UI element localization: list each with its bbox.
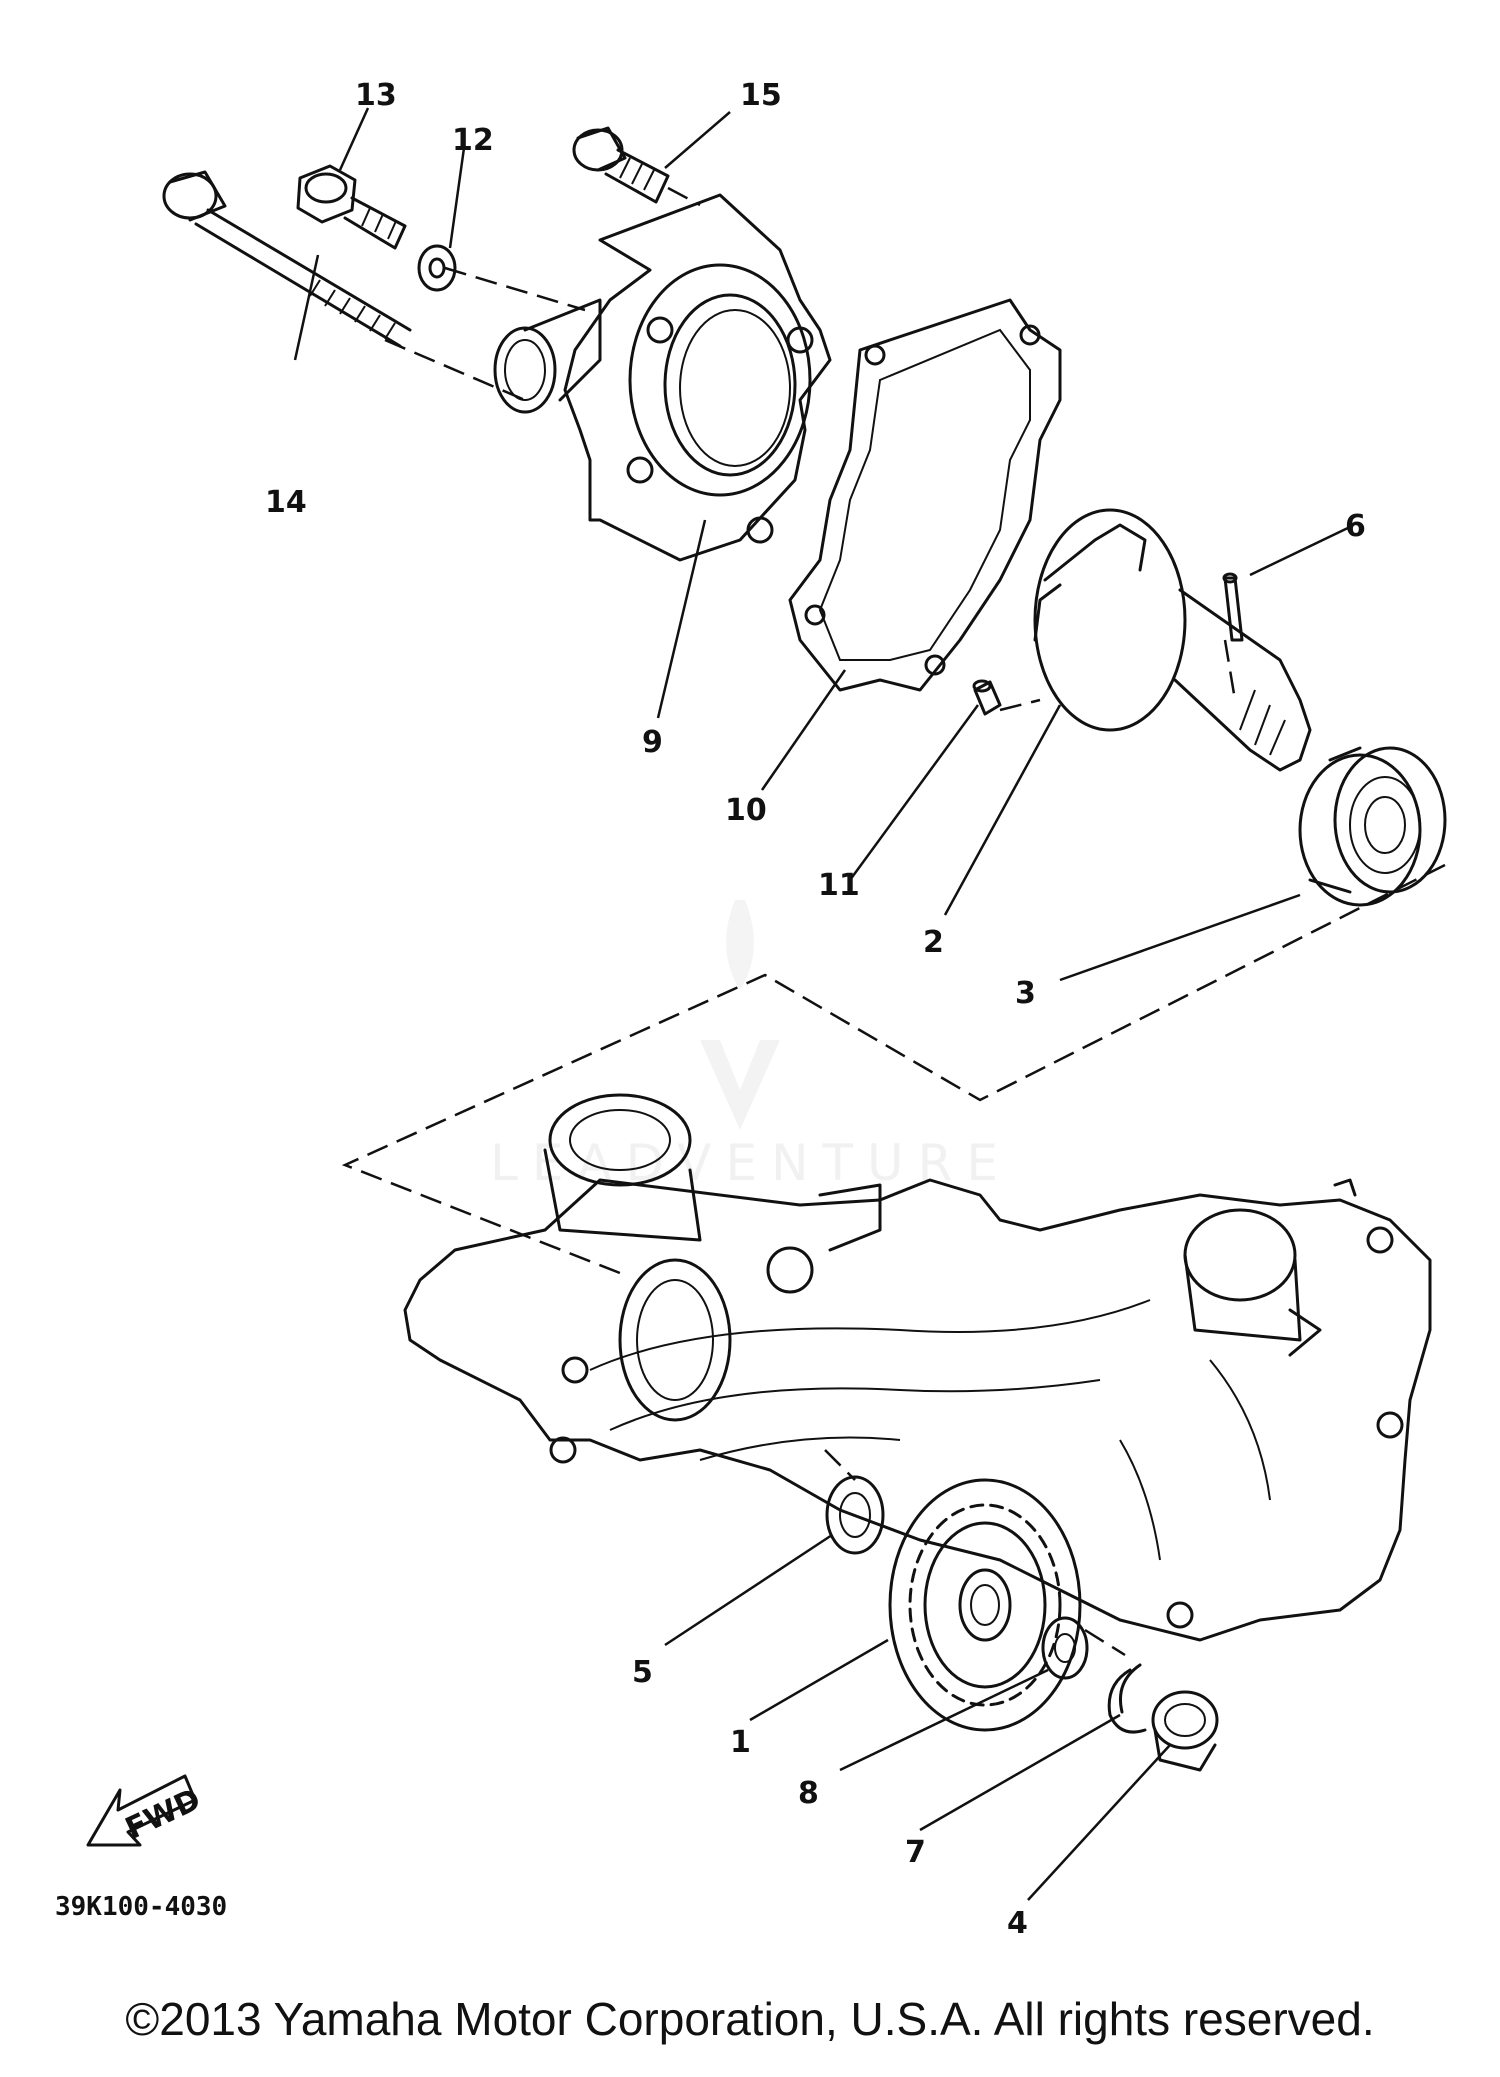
watermark: LEADVENTURE <box>490 900 1012 1192</box>
alignment-lines <box>341 186 1446 1657</box>
part-11-dowel <box>972 679 1002 716</box>
part-8-washer <box>1041 1616 1089 1680</box>
part-12-washer <box>417 244 457 292</box>
label-2: 2 <box>923 925 944 960</box>
label-15: 15 <box>740 78 782 113</box>
watermark-text: LEADVENTURE <box>490 1134 1012 1192</box>
part-14-long-bolt <box>162 170 412 348</box>
label-7: 7 <box>905 1835 926 1870</box>
part-9-pump-cover <box>493 193 832 562</box>
copyright-notice: ©2013 Yamaha Motor Corporation, U.S.A. A… <box>125 1993 1375 2045</box>
label-13: 13 <box>355 78 397 113</box>
crankcase-cover <box>403 1093 1432 1642</box>
label-14: 14 <box>265 485 307 520</box>
part-10-gasket <box>788 298 1062 692</box>
leader-lines <box>293 107 1353 1901</box>
fwd-label: FWD <box>120 1782 206 1847</box>
part-7-circlip <box>1107 1663 1147 1734</box>
diagram-code: 39K100-4030 <box>55 1892 227 1922</box>
part-4-collar <box>1151 1690 1219 1772</box>
label-9: 9 <box>642 725 663 760</box>
part-5-washer <box>825 1475 885 1555</box>
label-10: 10 <box>725 793 767 828</box>
label-12: 12 <box>452 123 494 158</box>
label-3: 3 <box>1015 976 1036 1011</box>
part-15-bolt <box>572 126 670 204</box>
label-4: 4 <box>1007 1906 1028 1941</box>
label-8: 8 <box>798 1776 819 1811</box>
part-1-gear <box>888 1478 1082 1732</box>
part-3-oil-seal <box>1298 746 1447 907</box>
label-1: 1 <box>730 1725 751 1760</box>
part-13-bolt <box>296 164 407 250</box>
label-5: 5 <box>632 1655 653 1690</box>
label-11: 11 <box>818 868 860 903</box>
label-6: 6 <box>1345 509 1366 544</box>
fwd-arrow-icon: FWD <box>86 1774 206 1847</box>
part-6-pin <box>1222 572 1244 642</box>
part-2-impeller-shaft <box>1033 508 1312 772</box>
